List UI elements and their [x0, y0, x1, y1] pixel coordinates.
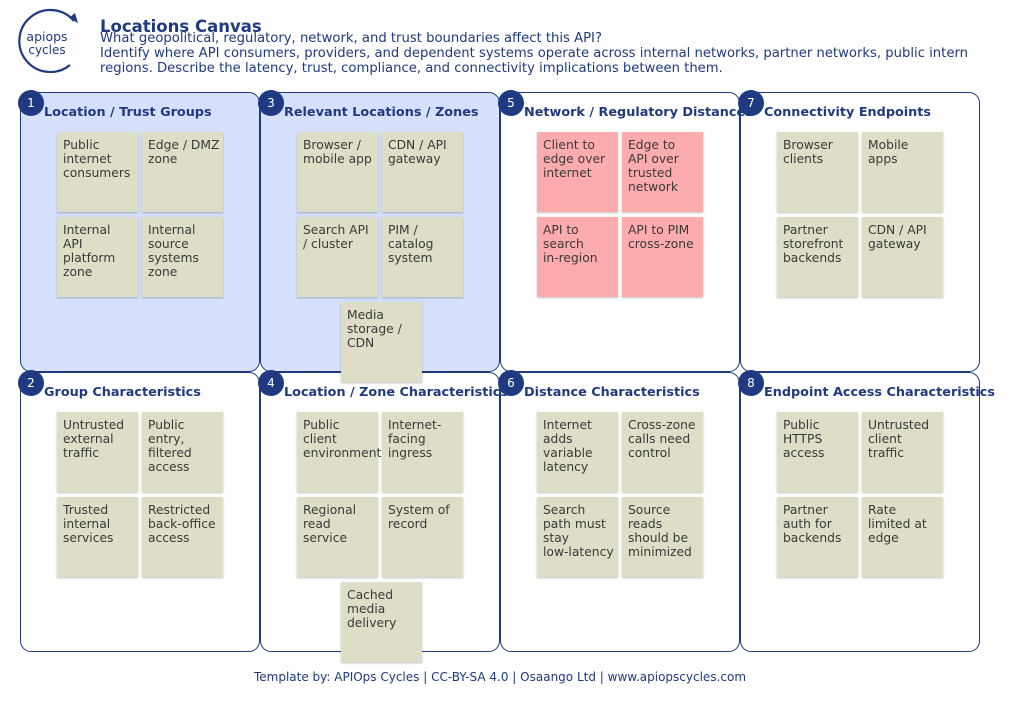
sticky-note[interactable]: Restricted back-office access: [142, 497, 223, 577]
sticky-note[interactable]: Media storage / CDN: [341, 302, 422, 382]
section-title: Network / Regulatory Distances: [524, 105, 753, 120]
sticky-note[interactable]: Rate limited at edge: [862, 497, 943, 577]
sticky-note[interactable]: Edge / DMZ zone: [142, 132, 223, 212]
sticky-note[interactable]: API to search in-region: [537, 217, 618, 297]
sticky-note[interactable]: Internal source systems zone: [142, 217, 223, 297]
sticky-note[interactable]: Public entry, filtered access: [142, 412, 223, 492]
section-number-badge: 1: [18, 90, 44, 116]
page-title: Locations Canvas: [100, 17, 262, 36]
sticky-note[interactable]: Cached media delivery: [341, 582, 422, 662]
subtitle-line-1: What geopolitical, regulatory, network, …: [100, 31, 602, 46]
subtitle-line-2: Identify where API consumers, providers,…: [100, 46, 968, 61]
sticky-note[interactable]: Untrusted external traffic: [57, 412, 138, 492]
sticky-note[interactable]: Edge to API over trusted network: [622, 132, 703, 212]
sticky-note[interactable]: Internal API platform zone: [57, 217, 138, 297]
section-title: Distance Characteristics: [524, 385, 700, 400]
apiops-cycles-logo: apiops cycles: [12, 7, 86, 73]
sticky-note[interactable]: Public internet consumers: [57, 132, 138, 212]
sticky-note[interactable]: Partner storefront backends: [777, 217, 858, 297]
sticky-note[interactable]: Client to edge over internet: [537, 132, 618, 212]
subtitle-line-3: regions. Describe the latency, trust, co…: [100, 61, 723, 76]
sticky-note[interactable]: Trusted internal services: [57, 497, 138, 577]
logo-cycle-icon: [18, 8, 78, 73]
sticky-note[interactable]: System of record: [382, 497, 463, 577]
sticky-note[interactable]: Regional read service: [297, 497, 378, 577]
section-number-badge: 5: [498, 90, 524, 116]
section-number-badge: 2: [18, 370, 44, 396]
sticky-note[interactable]: PIM / catalog system: [382, 217, 463, 297]
sticky-note[interactable]: Public HTTPS access: [777, 412, 858, 492]
section-title: Group Characteristics: [44, 385, 201, 400]
sticky-note[interactable]: Public client environment: [297, 412, 381, 492]
sticky-note[interactable]: CDN / API gateway: [862, 217, 943, 297]
section-number-badge: 8: [738, 370, 764, 396]
sticky-note[interactable]: Source reads should be minimized: [622, 497, 703, 577]
footer-credit: Template by: APIOps Cycles | CC-BY-SA 4.…: [253, 670, 747, 684]
section-number-badge: 3: [258, 90, 284, 116]
sticky-note[interactable]: Partner auth for backends: [777, 497, 858, 577]
sticky-note[interactable]: Cross-zone calls need control: [622, 412, 703, 492]
sticky-note[interactable]: Browser / mobile app: [297, 132, 378, 212]
section-number-badge: 4: [258, 370, 284, 396]
section-number-badge: 7: [738, 90, 764, 116]
sticky-note[interactable]: Search path must stay low-latency: [537, 497, 618, 577]
logo-text-line2: cycles: [28, 43, 66, 57]
sticky-note[interactable]: CDN / API gateway: [382, 132, 463, 212]
section-title: Location / Zone Characteristics: [284, 385, 508, 400]
sticky-note[interactable]: Search API / cluster: [297, 217, 378, 297]
logo-text-line1: apiops: [26, 29, 68, 44]
section-title: Endpoint Access Characteristics: [764, 385, 995, 400]
section-title: Relevant Locations / Zones: [284, 105, 479, 120]
sticky-note[interactable]: Browser clients: [777, 132, 858, 212]
section-title: Connectivity Endpoints: [764, 105, 932, 120]
sticky-note[interactable]: API to PIM cross-zone: [622, 217, 703, 297]
sticky-note[interactable]: Internet-facing ingress: [382, 412, 463, 492]
section-number-badge: 6: [498, 370, 524, 396]
section-title: Location / Trust Groups: [44, 105, 212, 120]
sticky-note[interactable]: Untrusted client traffic: [862, 412, 943, 492]
sticky-note[interactable]: Internet adds variable latency: [537, 412, 618, 492]
sticky-note[interactable]: Mobile apps: [862, 132, 943, 212]
